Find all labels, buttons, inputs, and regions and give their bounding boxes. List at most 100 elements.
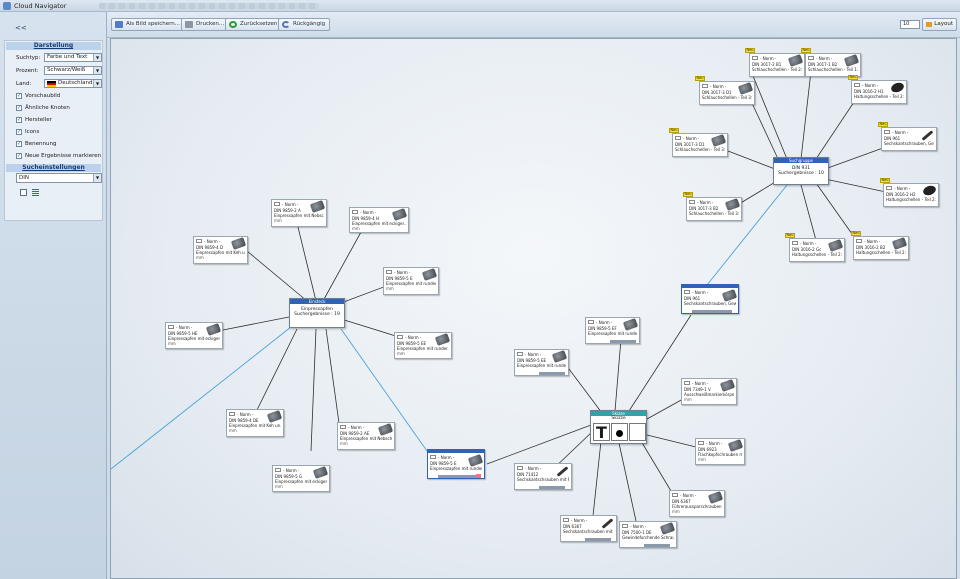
edge [824,147,884,170]
undo-button[interactable]: Rückgängig [278,18,331,31]
check-hersteller[interactable]: ✓Hersteller [5,114,102,126]
node-code: DIN 3016-2 H1 [854,89,884,94]
zoom-input[interactable]: 10 [900,20,920,29]
undo-label: Rückgängig [293,21,326,27]
node-din961-selected[interactable]: - Norm - DIN 961 Sechskantschrauben, Gew… [681,284,739,314]
prozent-select[interactable]: Schwarz/Weiß▼ [44,66,102,75]
checkbox-checked-icon: ✓ [16,105,22,111]
node-desc: Einpressapfen mit eckiger... [275,479,327,484]
checkbox-checked-icon: ✓ [16,129,22,135]
toolbar: Als Bild speichern... Drucken... Zurücks… [107,12,960,38]
save-image-button[interactable]: Als Bild speichern... [111,18,186,31]
check-vorschaubild[interactable]: ✓Vorschaubild [5,90,102,102]
node-desc: Schlauchschellen - Teil 3: Sc... [702,95,752,100]
node-9859-5e-selected[interactable]: - Norm - DIN 9859-5 E Einpresszapfen mit… [427,449,485,479]
norm-tag: - Norm - [237,411,254,417]
sketch-empty-cell[interactable] [629,423,646,441]
node-meta: - Norm - [274,201,324,207]
sketch-circle-icon[interactable] [611,423,628,441]
layout-label: Layout [934,21,953,27]
graph-canvas[interactable]: Einsteck Einpressapfen Suchergebnisse : … [110,38,957,579]
node-code: DIN 3016-2 B2 [856,245,886,250]
norm-flag-icon [672,493,678,497]
node-meta: - Norm - [588,319,637,325]
tile-view-icon[interactable] [20,189,27,196]
print-button[interactable]: Drucken... [181,18,230,31]
edge [568,368,606,418]
norm-flag-icon [808,56,814,60]
edge [646,398,684,420]
norm-flag-icon [563,518,569,522]
edge [815,98,857,160]
layout-button[interactable]: Layout [922,18,957,31]
prozent-value: Schwarz/Weiß [47,67,86,73]
reset-button[interactable]: Zurücksetzen [225,18,283,31]
node-desc: Einpressapfen mit eckiger... [168,336,220,341]
check-benennung[interactable]: ✓Benennung [5,138,102,150]
left-panel: << Darstellung Suchtyp: Farbe und Text▼ … [0,12,107,579]
checkbox-checked-icon: ✓ [16,153,22,159]
node-desc: Einpressapfen mit Keh un... [196,250,245,255]
node-code: DIN 961 [684,296,701,301]
progress-bar [610,340,636,343]
norm-tag: - Norm - [894,185,911,191]
sketch-t-icon[interactable]: T [593,423,610,442]
vertical-scrollbar[interactable] [957,38,960,579]
node-code: DIN 3017-3 D1 [702,90,732,95]
edge [246,250,308,302]
check-neue-ergebnisse[interactable]: ✓Neue Ergebnisse markieren [5,150,102,162]
norm-tag: - Norm - [697,199,714,205]
norm-select[interactable]: DIN▼ [16,173,102,183]
node-desc: Führeraussparschrauben für... [672,504,722,509]
collapse-panel-button[interactable]: << [15,24,27,32]
new-badge: Neu [801,48,811,53]
node-desc: Schlauchschellen - Teil 2: Sc... [752,67,802,72]
norm-flag-icon [886,186,892,190]
node-code: DIN 6367 [563,524,582,529]
suchtyp-select[interactable]: Farbe und Text▼ [44,53,102,62]
hub-einpresszapfen[interactable]: Einsteck Einpressapfen Suchergebnisse : … [289,298,345,328]
chevron-down-icon: ▼ [93,174,101,182]
norm-flag-icon [622,524,628,528]
hub-din931[interactable]: Suchgruppe DIN 931 Suchergebnisse : 10 [773,157,829,185]
norm-flag-icon [352,210,358,214]
list-view-icon[interactable] [32,189,39,196]
land-select[interactable]: Deutschland▼ [44,79,102,88]
node-code: DIN 3017-3 B2 [689,206,719,211]
node-meta: - Norm - [168,324,220,330]
hub-skizze[interactable]: Skizze Skizze T [590,410,647,444]
hub-header: Suchgruppe [774,158,828,163]
check-icons[interactable]: ✓Icons [5,126,102,138]
node-meta: - Norm - [229,411,281,417]
node-code: DIN 9859-5 HE [168,331,198,336]
check-aehnliche-knoten[interactable]: ✓Ähnliche Knoten [5,102,102,114]
node-code: DIN 9859-2 A [274,208,301,213]
